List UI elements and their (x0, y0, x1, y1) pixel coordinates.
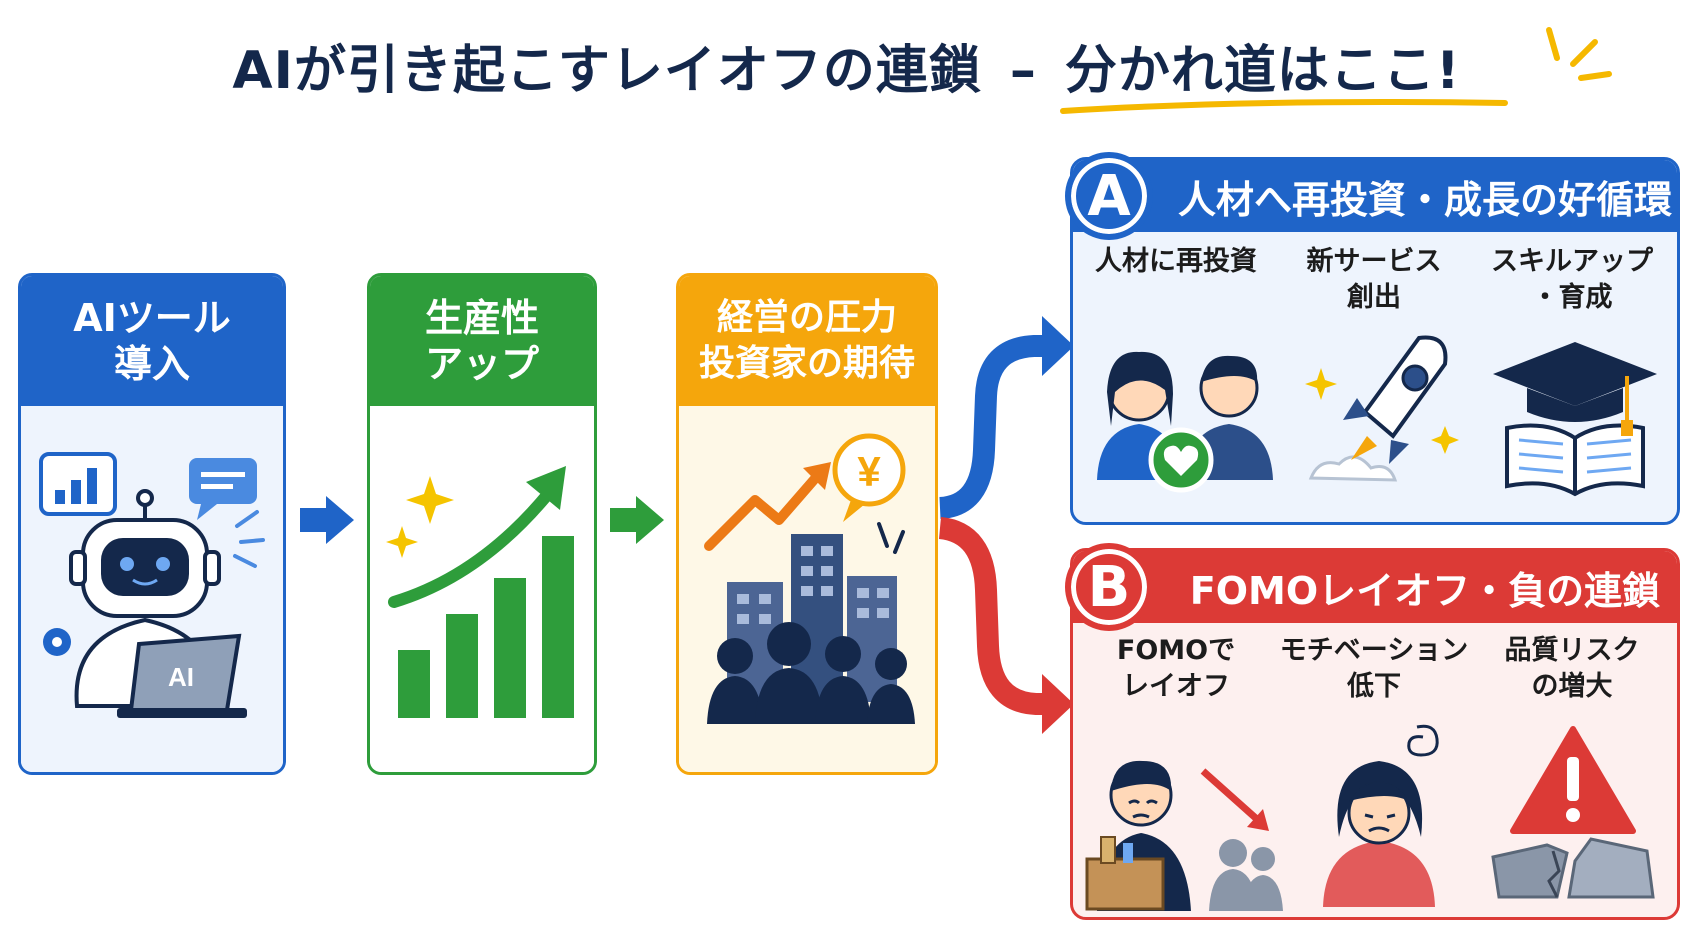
path-b-item-label: モチベーション 低下 (1279, 635, 1469, 702)
step-card-productivity: 生産性 アップ (367, 273, 597, 775)
step-card-pressure: 経営の圧力 投資家の期待 ¥ (676, 273, 938, 775)
step-header: 生産性 アップ (370, 276, 594, 406)
path-a-title: 人材へ再投資・成長の好循環 (1177, 177, 1672, 222)
path-a-item-label: 新サービス 創出 (1306, 246, 1442, 313)
title-main: AIが引き起こすレイオフの連鎖 (232, 41, 982, 101)
step-body: ¥ (679, 406, 935, 772)
path-b-item-label: 品質リスク の増大 (1504, 635, 1640, 702)
step-title-line1: 経営の圧力 (716, 297, 897, 338)
path-a-panel: 人材へ再投資・成長の好循環 A 人材に再投資 新サービス 創出 スキルアップ ・… (1065, 152, 1680, 525)
robot-laptop-icon: AI (39, 452, 265, 718)
step-title-line2: 投資家の期待 (698, 343, 915, 384)
path-a-item-label: 人材に再投資 (1095, 246, 1257, 277)
step-card-ai-tool: AIツール 導入 AI (18, 273, 286, 775)
step-header: 経営の圧力 投資家の期待 (679, 276, 935, 406)
path-b-item-label: FOMOで レイオフ (1116, 635, 1236, 702)
yen-symbol: ¥ (857, 448, 881, 495)
spark-lines-icon (1546, 27, 1612, 81)
underline-stroke (1059, 99, 1508, 114)
path-b-panel: FOMOレイオフ・負の連鎖 B FOMOで レイオフ モチベーション 低下 品質… (1065, 543, 1680, 920)
growth-chart-icon (386, 466, 574, 718)
step-header: AIツール 導入 (21, 276, 283, 406)
path-b-badge: B (1065, 543, 1153, 631)
path-b-header: FOMOレイオフ・負の連鎖 (1073, 551, 1677, 623)
arrow-right-icon (300, 496, 354, 544)
laptop-label: AI (168, 662, 194, 692)
path-a-header: 人材へ再投資・成長の好循環 (1073, 160, 1677, 232)
step-title-line1: AIツール (73, 296, 231, 340)
branch-arrows (938, 316, 1074, 734)
path-a-badge: A (1065, 152, 1153, 240)
path-b-title: FOMOレイオフ・負の連鎖 (1189, 568, 1661, 613)
arrow-right-icon (610, 496, 664, 544)
step-title-line2: アップ (424, 342, 539, 386)
sad-worker-icon (1323, 724, 1439, 907)
page-title: AIが引き起こすレイオフの連鎖–分かれ道はここ! (0, 28, 1693, 114)
title-highlight: 分かれ道はここ! (1059, 28, 1508, 114)
graduation-cap-book-icon (1493, 342, 1657, 497)
step-title-line1: 生産性 (424, 296, 539, 340)
warning-broken-block-icon (1491, 726, 1655, 899)
path-a-item-label: スキルアップ ・育成 (1491, 246, 1653, 313)
step-body (370, 406, 594, 772)
people-heart-icon (1097, 351, 1273, 493)
rocket-icon (1305, 335, 1459, 482)
step-body: AI (21, 406, 283, 772)
title-dash: – (1009, 41, 1037, 101)
step-title-line2: 導入 (113, 342, 190, 386)
laid-off-worker-icon (1085, 760, 1283, 911)
investor-pressure-icon: ¥ (704, 433, 915, 724)
title-highlight-text: 分かれ道はここ! (1064, 41, 1461, 101)
